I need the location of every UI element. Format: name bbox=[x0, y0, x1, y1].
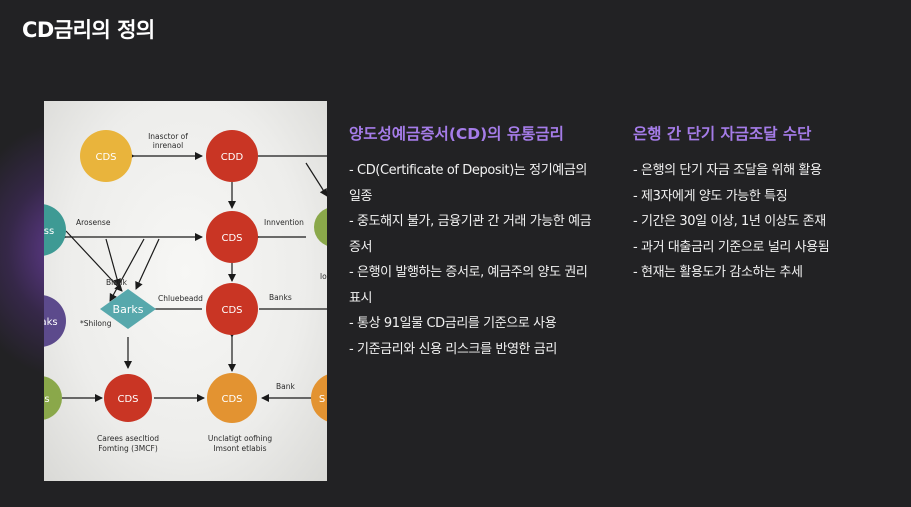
label-left-lower-partial: aks bbox=[44, 317, 58, 328]
node-teal-left-partial bbox=[44, 204, 66, 256]
text-unclatigt-1: Unclatigt oofhing bbox=[208, 434, 273, 443]
node-green-left-partial bbox=[44, 376, 62, 420]
text-blank: Blank bbox=[106, 278, 128, 287]
node-green-right-partial bbox=[314, 208, 327, 246]
diagram-arrows bbox=[59, 152, 327, 402]
text-banks-right: Banks bbox=[269, 293, 292, 302]
node-cds-center bbox=[206, 283, 258, 335]
text-chluebeadd: Chluebeadd bbox=[158, 294, 203, 303]
label-cds-mid-center: CDS bbox=[221, 233, 242, 244]
node-cds-top-left bbox=[80, 130, 132, 182]
label-cd-top-center: CDD bbox=[221, 152, 244, 163]
text-right-small: lo bbox=[320, 272, 327, 281]
label-cds-bottom-left: CDS bbox=[117, 394, 138, 405]
list-item: - 과거 대출금리 기준으로 널리 사용됨 bbox=[633, 239, 830, 255]
node-orange-right-partial bbox=[311, 374, 327, 422]
list-item: - CD(Certificate of Deposit)는 정기예금의 일종 bbox=[349, 163, 587, 204]
label-right-bottom-partial: S bbox=[319, 394, 325, 405]
label-left-mid-partial: ss bbox=[44, 226, 54, 237]
list-item: - 기간은 30일 이상, 1년 이상도 존재 bbox=[633, 214, 826, 229]
text-arosense: Arosense bbox=[76, 218, 111, 227]
list-item: - 통상 91일물 CD금리를 기준으로 사용 bbox=[349, 316, 557, 331]
node-cds-bottom-left bbox=[104, 374, 152, 422]
label-cds-bottom-center: CDS bbox=[221, 394, 242, 405]
node-purple-left-partial bbox=[44, 295, 66, 347]
cd-flow-diagram-image: CDS CDD CDS CDS CDS CDS ss aks s S Barks… bbox=[44, 101, 327, 481]
label-left-bottom-partial: s bbox=[44, 394, 49, 405]
node-diamond-banks bbox=[100, 289, 156, 329]
text-carees-2: Fomting (3MCF) bbox=[98, 444, 158, 453]
left-column-heading: 양도성예금증서(CD)의 유통금리 bbox=[349, 125, 564, 143]
text-shilong: *Shilong bbox=[80, 319, 112, 328]
right-column-list: - 은행의 단기 자금 조달을 위해 활용 - 제3자에게 양도 가능한 특징 … bbox=[633, 158, 873, 286]
label-cds-center: CDS bbox=[221, 305, 242, 316]
text-innvention: Innvention bbox=[264, 218, 304, 227]
list-item: - 은행이 발행하는 증서로, 예금주의 양도 권리 표시 bbox=[349, 265, 588, 306]
text-carees-1: Carees asecltiod bbox=[97, 434, 159, 443]
right-column-heading: 은행 간 단기 자금조달 수단 bbox=[633, 125, 812, 143]
node-cd-top-center bbox=[206, 130, 258, 182]
title-rest: 금리의 정의 bbox=[53, 18, 155, 42]
text-unclatigt-2: Imsont etlabis bbox=[213, 444, 266, 453]
node-cds-bottom-center bbox=[207, 373, 257, 423]
text-transfer-interest-1: Inasctor of bbox=[148, 132, 188, 141]
cd-rate-definition-column: 양도성예금증서(CD)의 유통금리 - CD(Certificate of De… bbox=[349, 122, 599, 362]
left-column-list: - CD(Certificate of Deposit)는 정기예금의 일종 -… bbox=[349, 158, 599, 362]
page-title: CD금리의 정의 bbox=[22, 14, 155, 44]
list-item: - 중도해지 불가, 금융기관 간 거래 가능한 예금증서 bbox=[349, 214, 592, 255]
label-cds-top-left: CDS bbox=[95, 152, 116, 163]
text-transfer-interest-2: inrenaol bbox=[153, 141, 183, 150]
list-item: - 제3자에게 양도 가능한 특징 bbox=[633, 188, 788, 204]
list-item: - 현재는 활용도가 감소하는 추세 bbox=[633, 265, 803, 280]
interbank-funding-column: 은행 간 단기 자금조달 수단 - 은행의 단기 자금 조달을 위해 활용 - … bbox=[633, 122, 873, 286]
node-cds-mid-center bbox=[206, 211, 258, 263]
text-bank-lower: Bank bbox=[276, 382, 295, 391]
list-item: - 은행의 단기 자금 조달을 위해 활용 bbox=[633, 163, 822, 178]
title-prefix: CD bbox=[22, 18, 54, 42]
list-item: - 기준금리와 신용 리스크를 반영한 금리 bbox=[349, 341, 557, 357]
label-diamond: Barks bbox=[113, 303, 144, 316]
